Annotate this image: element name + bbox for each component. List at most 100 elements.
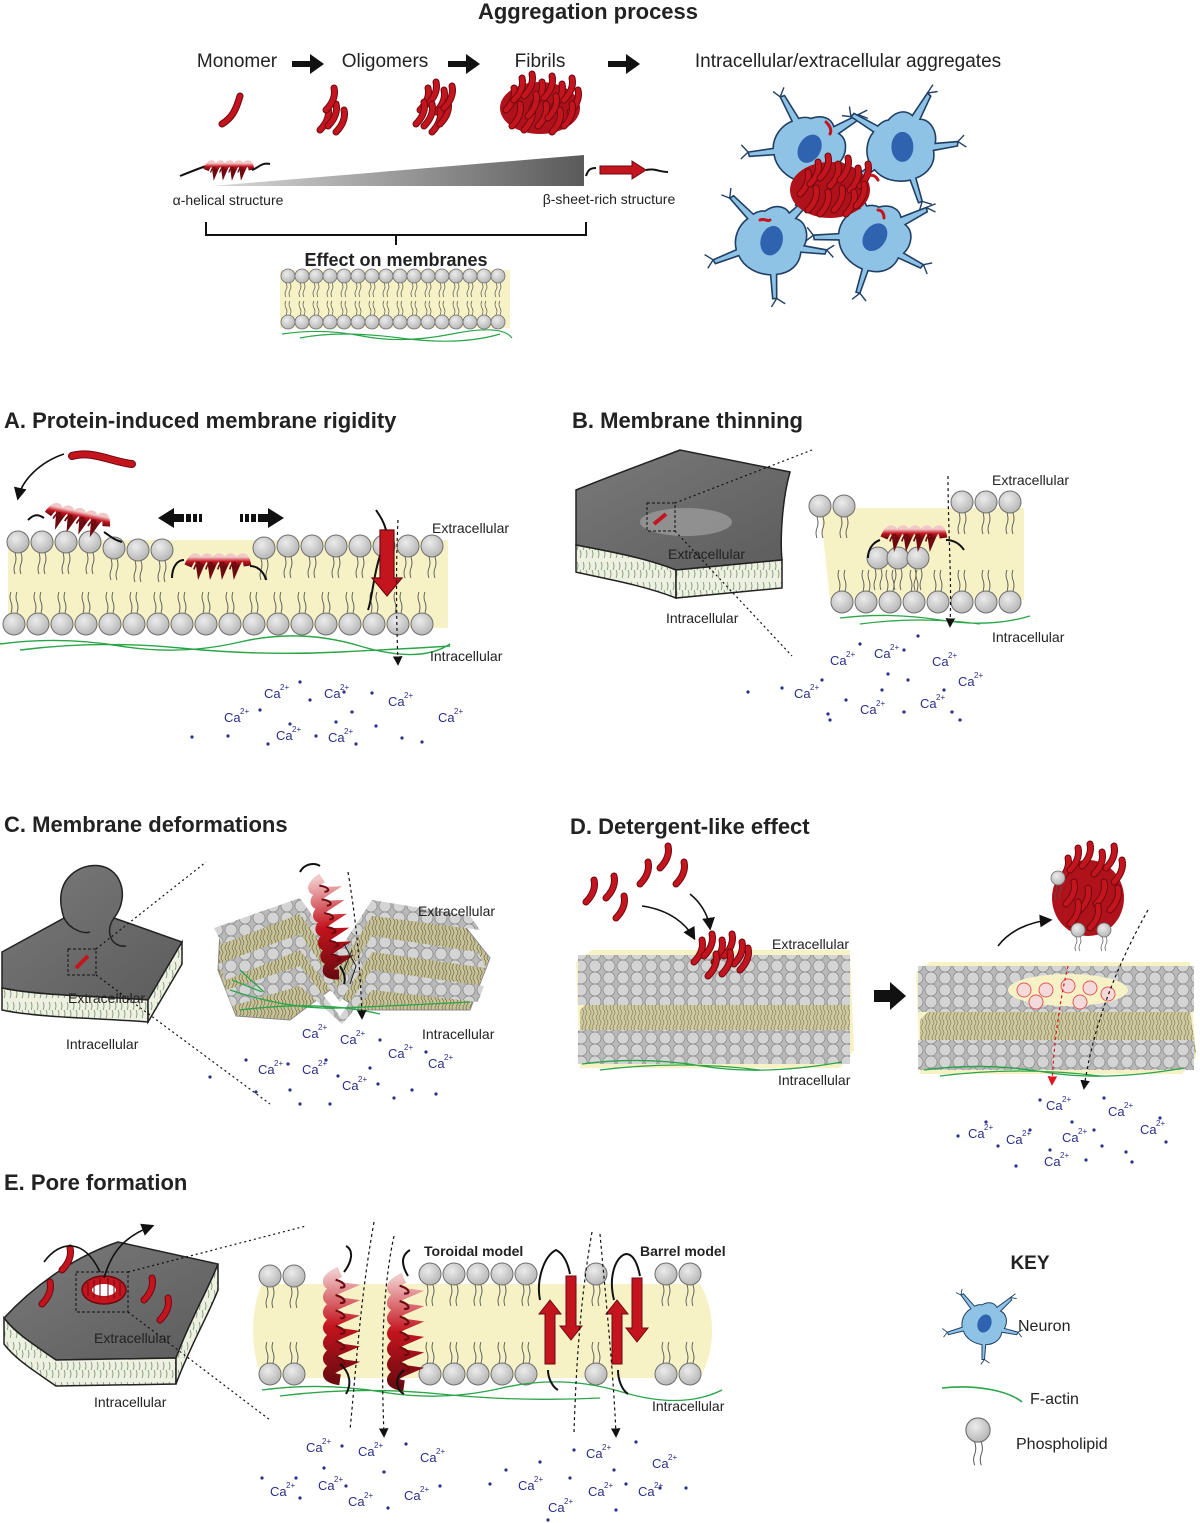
effect-bracket <box>205 222 587 245</box>
panel-d-transition-arrow <box>874 982 906 1010</box>
svg-text:2+: 2+ <box>454 707 463 716</box>
panel-d-title: D. Detergent-like effect <box>570 814 810 839</box>
alpha-helix-icon <box>179 163 271 177</box>
svg-text:2+: 2+ <box>810 683 819 692</box>
svg-text:2+: 2+ <box>364 1491 373 1500</box>
panel-b-intracellular-label: Intracellular <box>992 629 1065 645</box>
effect-label: Effect on membranes <box>304 250 487 270</box>
svg-text:2+: 2+ <box>274 1059 283 1068</box>
panel-a-intracellular-label: Intracellular <box>430 648 503 664</box>
svg-text:2+: 2+ <box>534 1475 543 1484</box>
compression-arrows <box>158 508 284 528</box>
svg-text:Ca: Ca <box>652 1456 669 1471</box>
svg-text:2+: 2+ <box>876 699 885 708</box>
svg-text:2+: 2+ <box>436 1447 445 1456</box>
monomer-icon <box>218 92 244 128</box>
panel-d-extracted-micelle <box>1050 844 1124 952</box>
neuron-icon <box>941 1288 1024 1365</box>
svg-text:Ca: Ca <box>428 1056 445 1071</box>
barrel-model-label: Barrel model <box>640 1243 726 1259</box>
panel-c-slab: Extracellular Intracellular <box>1 861 271 1105</box>
svg-text:2+: 2+ <box>420 1485 429 1494</box>
panel-b-slab-extracellular: Extracellular <box>668 546 745 562</box>
svg-text:2+: 2+ <box>280 683 289 692</box>
svg-text:2+: 2+ <box>890 643 899 652</box>
svg-text:2+: 2+ <box>936 693 945 702</box>
beta-strand-icon <box>585 160 669 180</box>
panel-c-membrane <box>214 863 491 1024</box>
svg-text:Ca: Ca <box>388 694 405 709</box>
svg-text:Ca: Ca <box>1108 1104 1125 1119</box>
svg-text:2+: 2+ <box>286 1481 295 1490</box>
legend: KEY Neuron F-actin Phospholipid <box>941 1253 1108 1466</box>
panel-d-right-membrane <box>916 962 1196 1077</box>
alpha-helical-label: α-helical structure <box>173 192 284 208</box>
svg-text:2+: 2+ <box>318 1023 327 1032</box>
stage-fibrils: Fibrils <box>515 51 566 72</box>
panel-d-extracellular-label: Extracellular <box>772 936 849 952</box>
panel-b-title: B. Membrane thinning <box>572 408 803 433</box>
aggregate-icon <box>790 156 870 218</box>
svg-text:2+: 2+ <box>358 1075 367 1084</box>
panel-d-left-membrane <box>576 950 854 1071</box>
panel-c-slab-intracellular: Intracellular <box>66 1036 139 1052</box>
panel-d-intracellular-label: Intracellular <box>778 1072 851 1088</box>
svg-text:2+: 2+ <box>240 707 249 716</box>
svg-text:Ca: Ca <box>1062 1130 1079 1145</box>
svg-text:Ca: Ca <box>968 1126 985 1141</box>
svg-text:Ca: Ca <box>258 1062 275 1077</box>
panel-d: D. Detergent-like effect Extracellular I… <box>570 814 1196 1169</box>
svg-text:2+: 2+ <box>846 650 855 659</box>
aggregation-section: Aggregation process Monomer Oligomers Fi… <box>173 0 1001 342</box>
svg-text:2+: 2+ <box>564 1497 573 1506</box>
svg-text:Ca: Ca <box>302 1026 319 1041</box>
svg-text:2+: 2+ <box>292 725 301 734</box>
legend-neuron-label: Neuron <box>1018 1318 1070 1335</box>
panel-e-intracellular-label: Intracellular <box>652 1398 725 1414</box>
svg-text:Ca: Ca <box>794 686 811 701</box>
svg-text:2+: 2+ <box>1078 1127 1087 1136</box>
svg-text:2+: 2+ <box>334 1475 343 1484</box>
legend-f-actin-label: F-actin <box>1030 1391 1079 1408</box>
svg-text:Ca: Ca <box>388 1046 405 1061</box>
beta-sheet-label: β-sheet-rich structure <box>543 191 676 207</box>
panel-e-slab: Extracellular Intracellular <box>3 1226 307 1421</box>
svg-text:2+: 2+ <box>340 683 349 692</box>
svg-text:2+: 2+ <box>1060 1151 1069 1160</box>
small-membrane <box>280 268 513 342</box>
svg-text:Ca: Ca <box>270 1484 287 1499</box>
svg-text:Ca: Ca <box>276 728 293 743</box>
svg-text:Ca: Ca <box>404 1488 421 1503</box>
svg-text:Ca: Ca <box>1006 1132 1023 1147</box>
panel-b: B. Membrane thinning Extracellular Intra… <box>572 408 1069 722</box>
svg-text:Ca: Ca <box>518 1478 535 1493</box>
svg-text:2+: 2+ <box>974 671 983 680</box>
legend-phospholipid-label: Phospholipid <box>1016 1436 1108 1453</box>
